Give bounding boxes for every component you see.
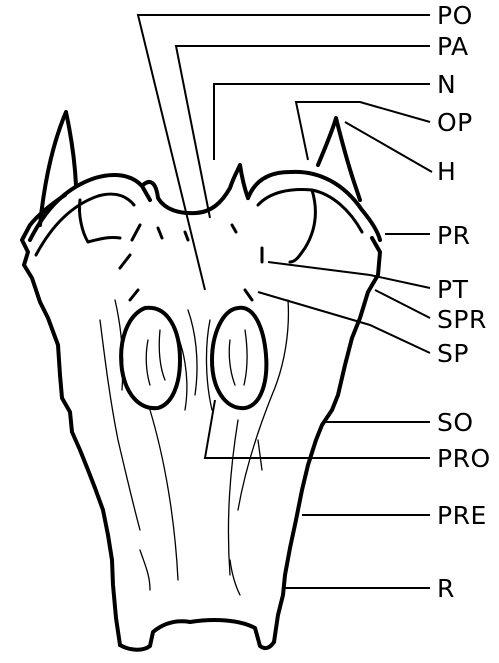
label-pt: PT: [437, 275, 469, 304]
leader-pt: [268, 262, 430, 288]
label-op: OP: [437, 108, 473, 137]
leader-sp: [258, 292, 430, 353]
label-spr: SPR: [437, 305, 487, 334]
label-pro: PRO: [437, 444, 491, 473]
label-so: SO: [437, 408, 474, 437]
label-po: PO: [437, 1, 473, 30]
label-h: H: [437, 157, 456, 186]
label-n: N: [437, 70, 456, 99]
labels: PO PA N OP H PR PT SPR SP SO PRO PRE R: [437, 1, 491, 603]
internal-sutures: [100, 300, 288, 595]
leader-h: [345, 122, 432, 172]
label-sp: SP: [437, 339, 469, 368]
leader-spr: [375, 290, 430, 318]
leader-po: [138, 15, 430, 290]
leader-n: [214, 84, 430, 160]
palatal-openings: [121, 308, 266, 408]
label-pr: PR: [437, 221, 470, 250]
leader-op: [296, 102, 430, 160]
leader-lines: [138, 15, 432, 588]
skull-outline: [22, 112, 380, 650]
label-r: R: [437, 574, 455, 603]
label-pre: PRE: [437, 501, 487, 530]
posterior-crest: [30, 165, 380, 300]
label-pa: PA: [437, 32, 469, 61]
